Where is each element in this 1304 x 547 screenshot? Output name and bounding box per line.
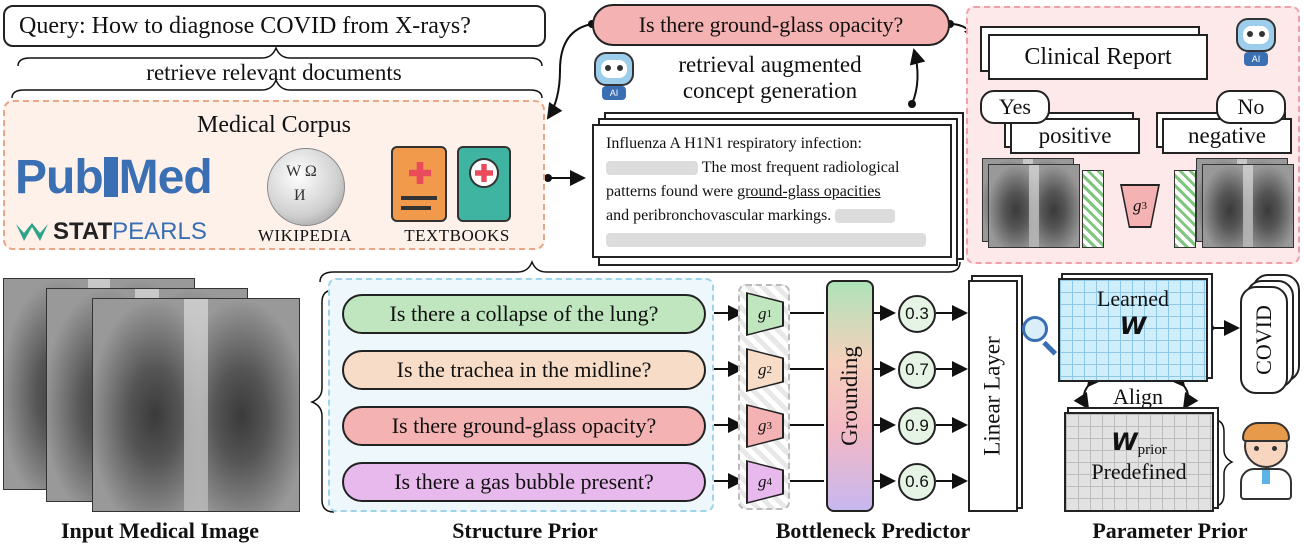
negative-doc: negative	[1162, 118, 1292, 154]
concept-score-4: 0.6	[898, 463, 936, 501]
doc-to-question-arrow	[909, 48, 926, 105]
concept-score-1: 0.3	[898, 295, 936, 333]
corpus-brace	[11, 77, 543, 99]
concept-score-3: 0.9	[898, 407, 936, 445]
textbooks-label: TEXTBOOKS	[404, 226, 510, 245]
retrieve-brace	[17, 45, 543, 67]
structure-brace	[319, 259, 961, 283]
covid-output: COVID	[1240, 286, 1288, 394]
corpus-title: Medical Corpus	[197, 112, 351, 138]
query-text: Query: How to diagnose COVID from X-rays…	[19, 12, 471, 39]
structure-question-4: Is there a gas bubble present?	[342, 462, 706, 502]
concept-generation-label: retrieval augmented concept generation	[678, 52, 862, 103]
ai-robot-icon-2: AI	[1232, 18, 1280, 68]
doctor-brace	[1213, 419, 1234, 507]
clinical-report-doc: Clinical Report	[988, 34, 1208, 80]
ai-robot-icon: AI	[590, 52, 638, 102]
structure-prior-label: Structure Prior	[452, 518, 598, 543]
input-image-label: Input Medical Image	[61, 518, 259, 543]
no-pill: No	[1216, 90, 1286, 124]
textbook-orange-icon	[391, 146, 447, 222]
bottleneck-label: Bottleneck Predictor	[775, 518, 971, 543]
grounding-block: Grounding	[826, 280, 874, 512]
retrieved-document: Influenza A H1N1 respiratory infection: …	[592, 124, 952, 258]
input-xray-front	[92, 298, 300, 512]
question-to-corpus-arrow	[546, 23, 593, 120]
negative-xray-image	[1202, 164, 1294, 248]
align-arrow-right	[1169, 370, 1199, 410]
positive-xray-image	[988, 164, 1080, 248]
structure-question-3: Is there ground-glass opacity?	[342, 406, 706, 446]
doctor-icon	[1236, 422, 1296, 502]
wikipedia-label: WIKIPEDIA	[257, 226, 353, 245]
magnifier-icon	[1022, 316, 1048, 342]
learned-w-matrix: Learned W	[1058, 278, 1208, 382]
top-question-pill: Is there ground-glass opacity?	[592, 4, 950, 46]
clinical-panel: Clinical Report AI positive Yes negative…	[966, 6, 1300, 264]
structure-question-1: Is there a collapse of the lung?	[342, 294, 706, 334]
yes-pill: Yes	[980, 90, 1050, 124]
prior-w-matrix: Wprior Predefined	[1064, 412, 1214, 512]
parameter-prior-label: Parameter Prior	[1092, 518, 1248, 543]
image-brace	[309, 289, 335, 513]
retrieve-label: retrieve relevant documents	[146, 60, 402, 85]
wikipedia-globe-icon: W Ω И	[267, 148, 345, 226]
structure-question-2: Is the trachea in the midline?	[342, 350, 706, 390]
statpearls-crown-icon	[16, 223, 48, 241]
concept-score-2: 0.7	[898, 351, 936, 389]
encoder-left-icon	[1082, 170, 1104, 248]
positive-doc: positive	[1010, 118, 1140, 154]
textbook-teal-icon	[457, 146, 511, 222]
encoder-right-icon	[1174, 170, 1196, 248]
pubmed-bookmark-icon	[103, 157, 118, 197]
align-arrow-left	[1073, 370, 1103, 410]
align-label: Align	[1112, 384, 1164, 409]
query-box: Query: How to diagnose COVID from X-rays…	[3, 5, 546, 47]
linear-layer-block: Linear Layer	[968, 280, 1018, 512]
